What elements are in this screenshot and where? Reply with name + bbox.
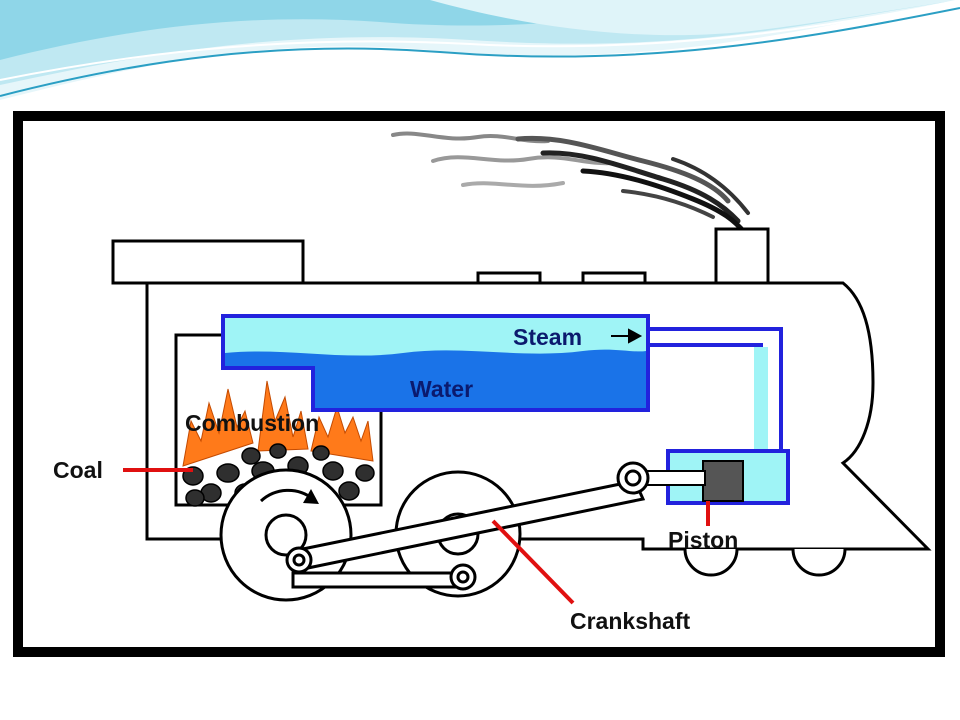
boiler xyxy=(221,314,650,412)
rotation-arrow-icon xyxy=(303,489,319,504)
cylinder xyxy=(666,449,790,505)
combustion-label: Combustion xyxy=(185,410,319,436)
trailing-wheels xyxy=(683,548,847,577)
steam-label: Steam xyxy=(513,324,582,350)
crank-pins xyxy=(285,461,650,591)
flow-arrow-icon xyxy=(611,328,643,344)
coal-label: Coal xyxy=(53,457,103,483)
water-label: Water xyxy=(410,376,473,402)
steam-plume-icon xyxy=(391,131,750,236)
steam-pipe xyxy=(648,327,783,453)
piston-rod xyxy=(642,470,706,486)
piston-label: Piston xyxy=(668,527,738,553)
wave-header-decoration xyxy=(0,0,960,100)
diagram-frame: Steam Water Combustion Coal Piston Crank… xyxy=(13,111,945,657)
drive-wheel-left xyxy=(219,468,353,602)
label-pointers xyxy=(123,468,710,605)
crankshaft-label: Crankshaft xyxy=(570,608,690,634)
steam-locomotive-diagram: Steam Water Combustion Coal Piston Crank… xyxy=(23,121,935,647)
